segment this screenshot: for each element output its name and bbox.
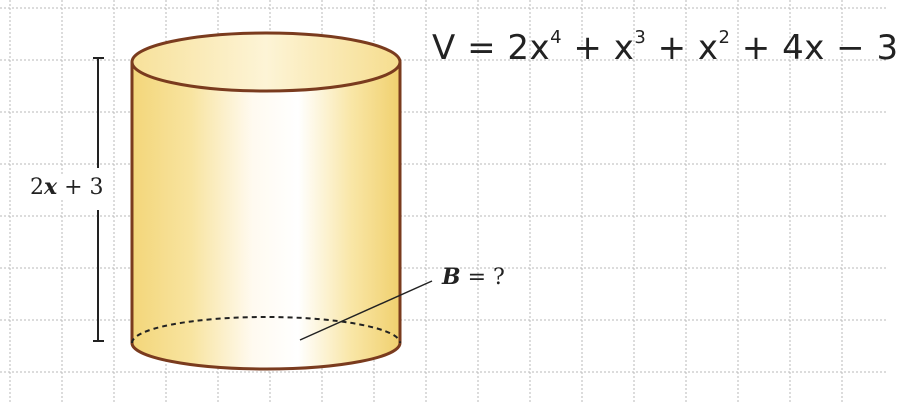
formula-term2: x <box>613 28 635 68</box>
formula-term3: x <box>697 28 719 68</box>
formula-plus-2: + <box>646 28 698 68</box>
formula-plus-1: + <box>562 28 614 68</box>
height-label: 2x + 3 <box>28 174 106 200</box>
height-label-rest: + 3 <box>57 175 104 200</box>
formula-minus: − <box>824 28 877 68</box>
cylinder-bottom-front-arc <box>130 342 402 371</box>
cylinder-bottom-hidden-arc <box>131 316 401 344</box>
volume-formula: V = 2x4 + x3 + x2 + 4x − 3 <box>432 26 899 68</box>
cylinder-top-face <box>130 31 402 93</box>
height-label-var: x <box>44 174 58 200</box>
formula-term3-exponent: 2 <box>718 26 731 48</box>
formula-plus-3: + <box>730 28 783 68</box>
formula-term1: 2x <box>507 28 551 68</box>
base-pointer-line <box>299 280 433 341</box>
formula-equals: = <box>455 28 508 68</box>
base-label: B = ? <box>442 264 505 290</box>
cylinder-body <box>132 62 400 369</box>
formula-term5: 3 <box>876 28 899 68</box>
height-label-coef: 2 <box>30 175 44 200</box>
formula-term4: 4x <box>782 28 825 68</box>
base-label-rest: = ? <box>460 265 505 290</box>
base-label-var: B <box>442 264 461 290</box>
formula-lhs: V <box>432 28 456 68</box>
formula-term2-exponent: 3 <box>634 26 647 48</box>
formula-term1-exponent: 4 <box>550 26 563 48</box>
